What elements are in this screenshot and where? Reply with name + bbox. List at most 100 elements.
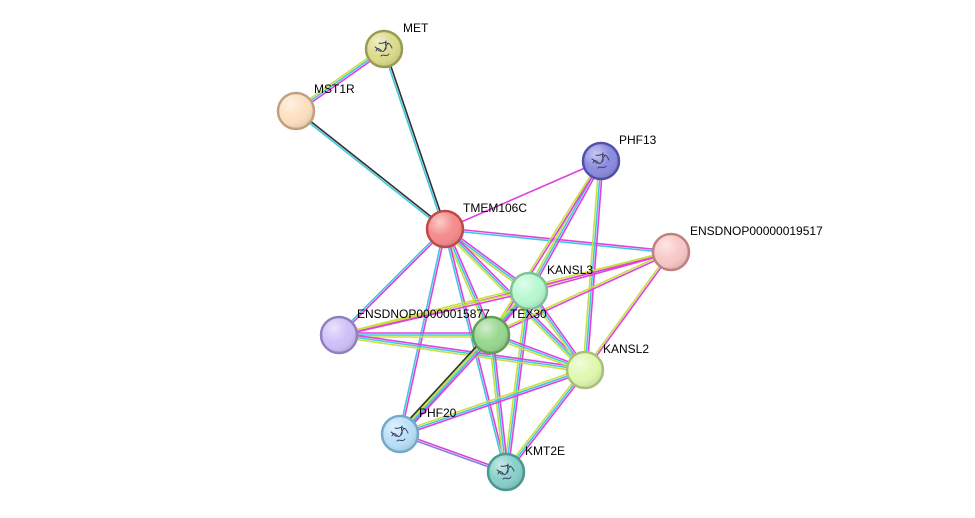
edge-phf13-kansl2[interactable] <box>582 160 604 371</box>
edge-strand <box>582 160 600 371</box>
node-kansl2[interactable] <box>565 350 605 390</box>
edge-strand <box>398 367 586 433</box>
edge-strand <box>492 333 509 473</box>
node-gloss <box>322 318 356 352</box>
edge-ensdnop00000019517-tex30[interactable] <box>489 250 673 337</box>
edge-strand <box>489 250 672 335</box>
edge-strand <box>490 334 507 473</box>
edge-met-tmem106c[interactable] <box>382 47 447 231</box>
edge-strand <box>586 160 604 371</box>
edge-strand <box>585 251 673 372</box>
edge-strand <box>400 228 447 436</box>
edge-ensdnop00000019517-kansl2[interactable] <box>583 250 673 372</box>
node-tmem106c[interactable] <box>425 209 465 249</box>
edge-strand <box>489 159 601 336</box>
edge-strand <box>444 228 492 336</box>
node-kmt2e[interactable] <box>486 452 526 492</box>
edge-kansl2-phf20[interactable] <box>398 367 587 437</box>
edge-tex30-phf20[interactable] <box>396 332 495 437</box>
edge-strand <box>337 289 530 335</box>
node-layer <box>276 29 691 492</box>
edge-strand <box>294 110 446 231</box>
edge-strand <box>398 227 445 435</box>
edge-strand <box>584 160 602 371</box>
edge-strand <box>399 334 493 436</box>
edge-tex30-kmt2e[interactable] <box>488 333 509 474</box>
edge-kansl3-ensdnop00000015877[interactable] <box>337 289 531 337</box>
edge-strand <box>384 47 447 230</box>
edge-layer <box>294 46 673 475</box>
edge-strand <box>338 252 673 337</box>
node-label-kansl2: KANSL2 <box>603 342 649 356</box>
edge-strand <box>505 290 530 473</box>
node-phf13[interactable] <box>581 141 621 181</box>
edge-strand <box>529 161 604 293</box>
node-ensdnop00000015877[interactable] <box>319 315 359 355</box>
node-label-tmem106c: TMEM106C <box>463 201 527 215</box>
edge-strand <box>488 334 505 474</box>
node-kansl3[interactable] <box>509 271 549 311</box>
protein-structure-icon <box>591 152 610 169</box>
node-gloss <box>489 455 523 489</box>
edge-strand <box>338 228 447 337</box>
edge-ensdnop00000015877-kansl2[interactable] <box>337 332 587 373</box>
edge-strand <box>337 250 672 335</box>
edge-strand <box>398 333 492 435</box>
node-label-kansl3: KANSL3 <box>547 263 593 277</box>
edge-strand <box>490 252 673 337</box>
edge-kansl2-kmt2e[interactable] <box>503 367 588 475</box>
node-mst1r[interactable] <box>276 91 316 131</box>
node-gloss <box>367 32 401 66</box>
edge-strand <box>337 336 586 373</box>
edge-tmem106c-ensdnop00000015877[interactable] <box>337 227 447 337</box>
edge-strand <box>382 48 445 231</box>
node-gloss <box>568 353 602 387</box>
edge-tmem106c-phf13[interactable] <box>444 160 602 230</box>
edge-strand <box>505 369 586 473</box>
edge-strand <box>338 332 587 369</box>
node-met[interactable] <box>364 29 404 69</box>
protein-structure-icon <box>390 425 409 442</box>
node-label-phf20: PHF20 <box>419 406 457 420</box>
edge-strand <box>338 334 586 371</box>
edge-strand <box>583 250 671 371</box>
node-label-ensdnop00000019517: ENSDNOP00000019517 <box>690 224 823 238</box>
edge-mst1r-tmem106c[interactable] <box>294 109 447 231</box>
node-label-ensdnop00000015877: ENSDNOP00000015877 <box>357 307 490 321</box>
node-label-mst1r: MST1R <box>314 82 355 96</box>
protein-structure-icon <box>374 40 393 57</box>
edge-strand <box>399 371 587 437</box>
label-layer: METMST1RPHF13TMEM106CENSDNOP00000019517K… <box>314 21 823 458</box>
node-label-kmt2e: KMT2E <box>525 444 565 458</box>
protein-structure-icon <box>496 463 515 480</box>
edge-strand <box>338 291 531 337</box>
edge-tmem106c-phf20[interactable] <box>398 227 447 436</box>
edge-strand <box>399 369 586 435</box>
edge-strand <box>337 227 446 336</box>
edge-strand <box>507 290 532 474</box>
node-gloss <box>654 235 688 269</box>
node-gloss <box>383 417 417 451</box>
node-label-phf13: PHF13 <box>619 133 657 147</box>
edge-strand <box>295 109 447 230</box>
edge-strand <box>506 370 588 475</box>
edge-strand <box>401 336 495 437</box>
node-gloss <box>279 94 313 128</box>
edge-kansl3-kmt2e[interactable] <box>503 289 532 474</box>
edge-strand <box>491 160 603 337</box>
edge-phf13-tex30[interactable] <box>489 159 603 337</box>
node-gloss <box>474 318 508 352</box>
edge-ensdnop00000019517-ensdnop00000015877[interactable] <box>337 250 673 337</box>
node-gloss <box>584 144 618 178</box>
edge-strand <box>503 289 528 473</box>
edge-strand <box>503 367 585 472</box>
edge-strand <box>446 227 494 336</box>
node-gloss <box>512 274 546 308</box>
edge-strand <box>444 160 602 230</box>
node-ensdnop00000019517[interactable] <box>651 232 691 272</box>
node-tex30[interactable] <box>471 315 511 355</box>
node-phf20[interactable] <box>380 414 420 454</box>
node-label-tex30: TEX30 <box>510 307 547 321</box>
edge-strand <box>396 332 490 433</box>
